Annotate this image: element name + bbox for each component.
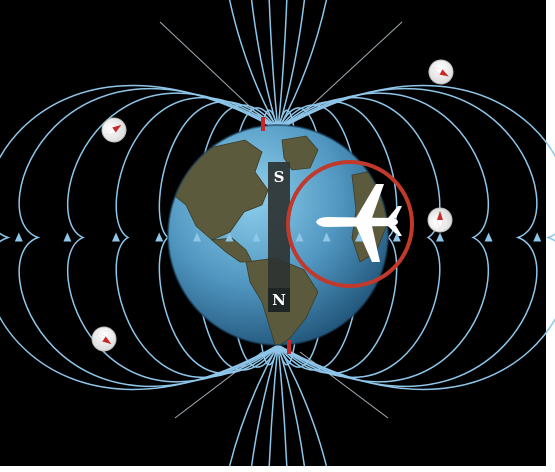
- field-line: [277, 84, 555, 391]
- north-pole-label: N: [272, 291, 286, 309]
- bar-magnet: S N: [268, 162, 290, 312]
- field-line: [277, 344, 306, 467]
- field-arrow: [355, 232, 363, 242]
- field-arrow: [322, 232, 331, 242]
- field-arrow: [295, 232, 304, 242]
- field-line: [277, 88, 538, 387]
- field-line: [0, 84, 279, 391]
- field-arrow: [392, 232, 401, 242]
- field-line: [277, 344, 288, 467]
- field-line-arrows: [14, 232, 542, 242]
- north-america-landmass: [169, 139, 269, 241]
- airplane-icon: [316, 184, 402, 262]
- south-pole-label: S: [274, 168, 285, 186]
- greenland-landmass: [281, 135, 319, 171]
- field-line: [228, 0, 279, 131]
- field-line: [268, 0, 279, 131]
- field-line: [277, 0, 328, 131]
- field-line: [67, 92, 279, 383]
- projection-lines: [159, 21, 403, 419]
- field-line: [277, 0, 288, 131]
- compass-icon: [427, 207, 453, 233]
- field-arrow: [225, 232, 234, 242]
- field-line: [250, 0, 279, 131]
- compass-icon: [101, 117, 127, 143]
- compass-icon: [91, 326, 117, 352]
- field-line: [228, 344, 279, 467]
- field-line: [277, 344, 328, 467]
- field-line: [277, 0, 306, 131]
- field-line: [277, 92, 489, 383]
- field-line: [18, 88, 279, 387]
- lower-pole-marker: [287, 340, 291, 354]
- field-arrow: [436, 232, 444, 242]
- field-arrow: [533, 232, 542, 242]
- field-arrow: [252, 232, 261, 242]
- field-arrow: [155, 232, 164, 242]
- field-line: [277, 97, 441, 378]
- field-arrow: [63, 232, 72, 242]
- magnet-bar: [268, 162, 290, 312]
- field-arrow: [14, 232, 23, 242]
- upper-pole-marker: [261, 117, 265, 131]
- field-line: [268, 344, 279, 467]
- compass-icon: [428, 59, 454, 85]
- field-arrow: [193, 232, 201, 242]
- field-arrow: [484, 232, 493, 242]
- magnet-north-end: [268, 288, 290, 312]
- field-line: [250, 344, 279, 467]
- field-line: [115, 97, 279, 378]
- field-arrow: [112, 232, 120, 242]
- highlight-circle: [286, 160, 414, 288]
